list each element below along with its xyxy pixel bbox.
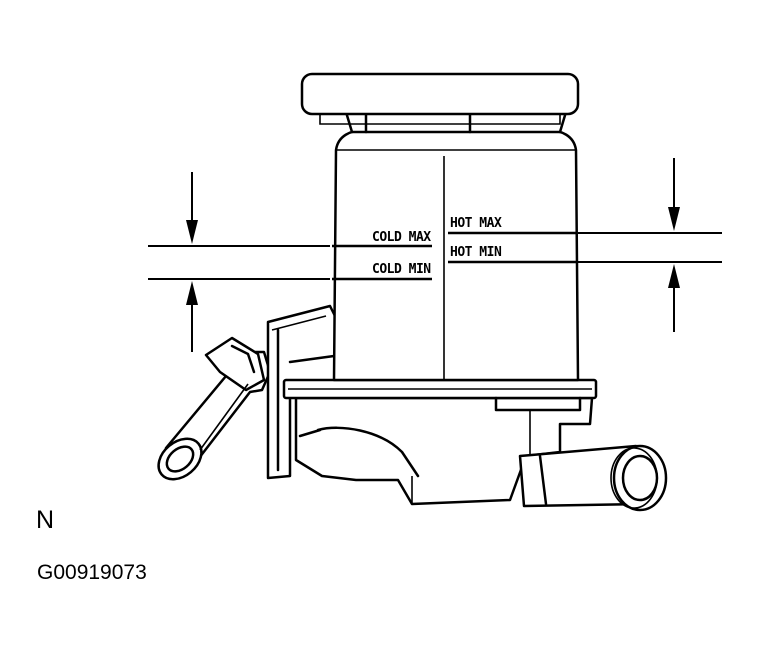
arrow-up-icon bbox=[186, 281, 198, 305]
cold-min-label: COLD MIN bbox=[372, 262, 431, 277]
hot-max-label: HOT MAX bbox=[450, 216, 502, 231]
reservoir-cap bbox=[300, 72, 580, 134]
lower-housing bbox=[294, 396, 594, 506]
hot-min-label: HOT MIN bbox=[450, 245, 502, 260]
right-outlet-pipe bbox=[518, 444, 668, 512]
cold-range-dimension bbox=[148, 172, 330, 352]
arrow-down-icon bbox=[186, 220, 198, 244]
arrow-up-icon bbox=[668, 264, 680, 288]
left-outlet-pipe bbox=[157, 336, 272, 481]
cold-level-marks bbox=[332, 244, 432, 281]
hot-level-marks bbox=[448, 231, 576, 264]
figure-code: G00919073 bbox=[37, 561, 147, 584]
arrow-down-icon bbox=[668, 207, 680, 231]
hot-range-dimension bbox=[578, 158, 722, 332]
cold-max-label: COLD MAX bbox=[372, 230, 431, 245]
view-letter: N bbox=[36, 506, 55, 534]
